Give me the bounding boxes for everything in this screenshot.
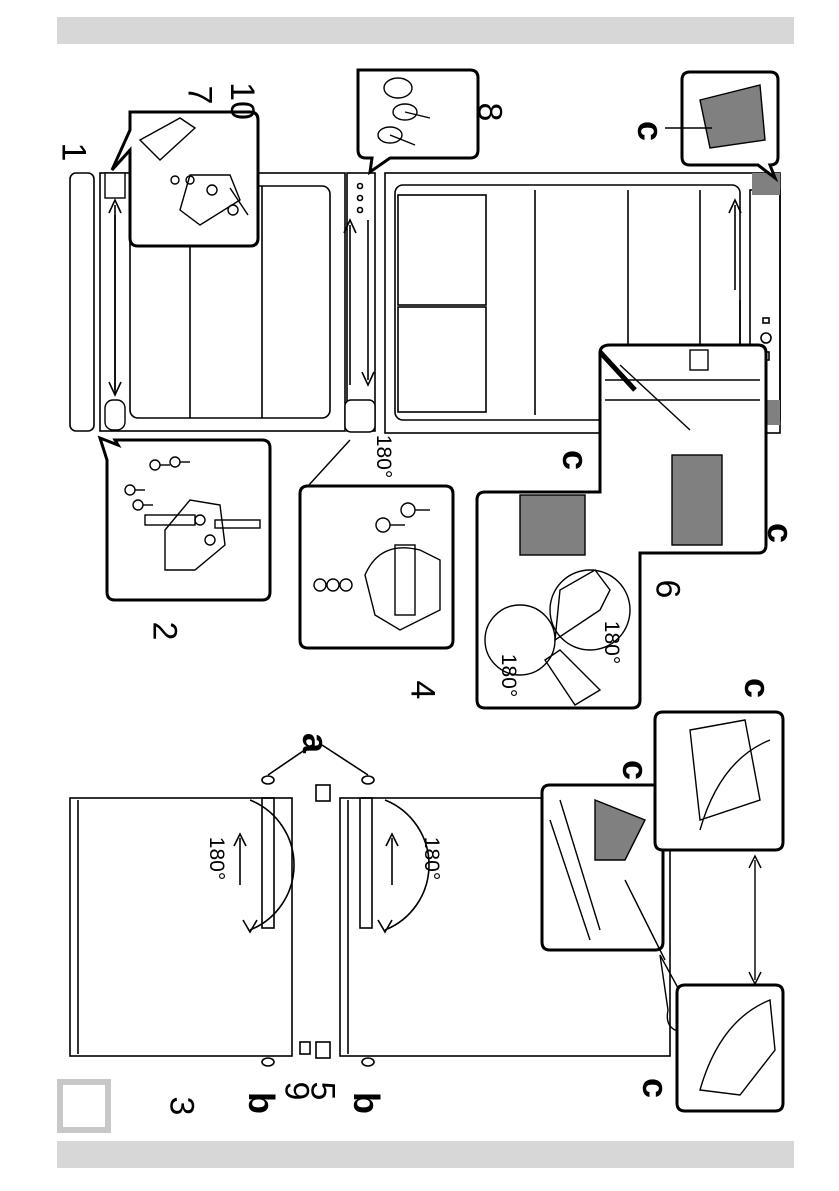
label-c-right: c [737, 677, 779, 699]
callout-hinge-4 [298, 484, 455, 650]
callout-detail-6 [475, 343, 768, 710]
angle-label-door-lower: 180° [420, 836, 444, 881]
crisper-drawer-1 [397, 194, 487, 306]
handle-3 [261, 797, 275, 929]
callout-hinge-top [110, 110, 260, 248]
angle-label-middle: 180° [372, 434, 396, 479]
label-c-top: c [630, 120, 672, 142]
label-c-screwdriver: c [615, 759, 657, 781]
label-c-detail: c [555, 449, 597, 471]
label-b-left: b [241, 1092, 282, 1114]
label-c-bottom: c [635, 1077, 677, 1099]
callout-cover-bottom [675, 983, 785, 1113]
crisper-drawer-2 [397, 306, 487, 413]
label-3: 3 [162, 1096, 201, 1116]
header-bar [57, 17, 794, 44]
footer-bar [57, 1141, 794, 1168]
middle-hinge [344, 399, 376, 433]
page-marker-square [57, 1079, 111, 1133]
angle-label-detail-b: 180° [497, 653, 521, 698]
label-8: 8 [470, 102, 509, 122]
callout-cover-right [653, 710, 785, 852]
label-7: 7 [180, 85, 219, 105]
door-lower [339, 797, 671, 1057]
lower-hinge-plate [104, 399, 126, 431]
label-2: 2 [145, 621, 184, 641]
angle-label-door-3: 180° [205, 836, 229, 881]
callout-hinge-2 [97, 435, 272, 602]
label-4: 4 [403, 680, 442, 700]
label-a: a [295, 732, 337, 754]
handle-lower [359, 797, 373, 929]
door-3 [69, 797, 293, 1057]
label-9: 9 [277, 1081, 316, 1101]
cover-top [752, 173, 780, 195]
label-10: 10 [222, 82, 261, 120]
callout-screws [356, 68, 480, 176]
label-b-right: b [346, 1092, 387, 1114]
label-c-side: c [760, 522, 802, 544]
angle-label-detail-a: 180° [600, 620, 624, 665]
upper-hinge-plate [104, 172, 126, 199]
label-1: 1 [54, 142, 93, 162]
label-6: 6 [648, 579, 687, 599]
top-door [69, 172, 95, 432]
